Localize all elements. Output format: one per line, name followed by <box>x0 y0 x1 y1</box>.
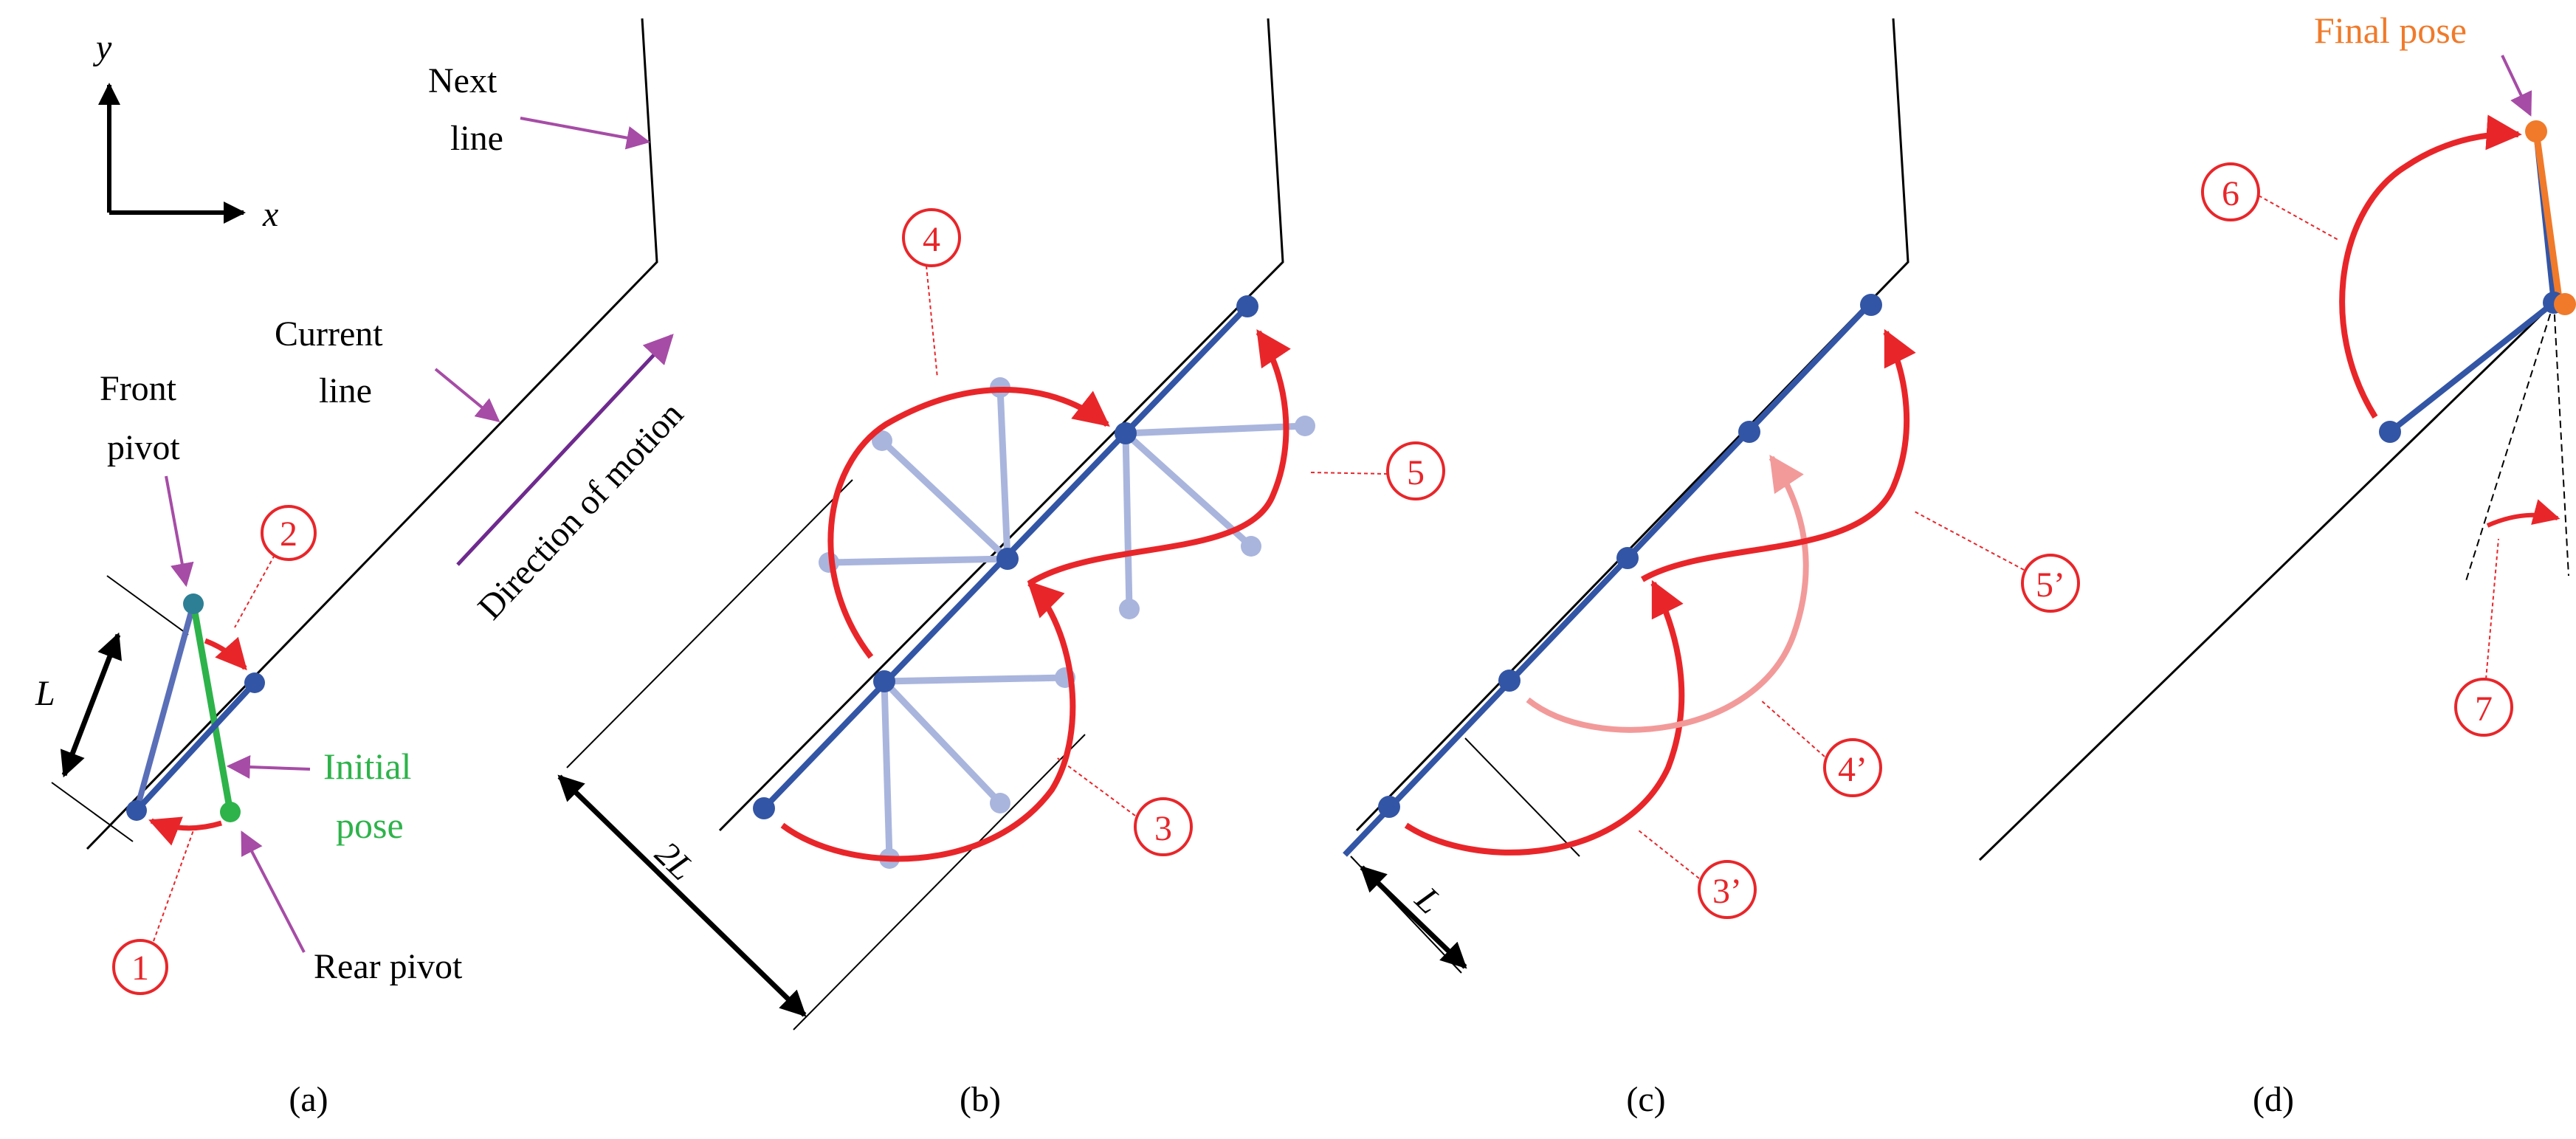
step-5p-arc <box>1640 328 1916 582</box>
step-2-badge: 2 <box>280 515 297 554</box>
node <box>1860 294 1882 316</box>
length-2L-arrow <box>557 774 807 1017</box>
step-4p-arc <box>1526 455 1809 733</box>
final-pose-segment <box>2532 131 2563 305</box>
step-3p-badge: 3’ <box>1712 872 1742 911</box>
initial-pose-label: Initial pose <box>323 746 421 846</box>
panel-b-caption: (b) <box>960 1080 1001 1119</box>
length-2L-label: 2L <box>647 834 701 888</box>
length-L-arrow <box>60 632 123 778</box>
length-L-c-arrow <box>1360 865 1467 969</box>
front-pivot-target <box>244 672 265 693</box>
step-3p-arc <box>1404 579 1685 856</box>
step-2-arrow <box>204 636 247 671</box>
step-4p-badge: 4’ <box>1838 750 1867 789</box>
node <box>1236 295 1258 317</box>
node <box>1738 421 1760 443</box>
node <box>996 548 1019 570</box>
panel-c: L 3’ 4’ 5’ (c) <box>1343 18 2080 1119</box>
direction-of-motion-label: Direction of motion <box>470 395 691 627</box>
step-7-arrow <box>2486 499 2560 528</box>
node <box>753 797 775 819</box>
front-pivot-label: Front pivot <box>100 369 185 467</box>
next-line-label: Next line <box>428 61 506 158</box>
panel-c-caption: (c) <box>1626 1080 1665 1119</box>
coordinate-axes: y x <box>92 28 278 234</box>
current-line-label: Current line <box>275 314 392 410</box>
step-4-badge: 4 <box>923 220 940 259</box>
final-rear-node <box>2554 293 2576 315</box>
step-3-badge: 3 <box>1154 809 1172 848</box>
step-7-badge: 7 <box>2475 689 2493 729</box>
initial-pose-pointer <box>226 755 311 780</box>
panel-a: L 1 2 Front pivot Initial pose Rear pivo… <box>35 18 691 1119</box>
rear-pivot-node <box>126 800 147 821</box>
final-pose-label: Final pose <box>2314 10 2467 51</box>
node <box>1115 422 1137 444</box>
node <box>1498 670 1521 692</box>
rear-pivot-label: Rear pivot <box>314 947 463 986</box>
step-3-arc <box>780 580 1076 862</box>
step-5-badge: 5 <box>1407 453 1425 492</box>
x-axis-label: x <box>262 195 278 234</box>
panel-d: 6 7 Final pose (d) <box>1978 10 2576 1119</box>
front-pivot-pointer <box>165 475 194 588</box>
y-axis-label: y <box>92 28 112 67</box>
next-line-pointer <box>520 117 651 150</box>
node <box>1616 547 1639 569</box>
panel-d-caption: (d) <box>2253 1080 2294 1119</box>
initial-rear-node <box>220 802 241 822</box>
panel-b: 2L <box>557 18 1445 1119</box>
step-5-arc <box>1027 329 1291 586</box>
step-1-badge: 1 <box>131 949 149 988</box>
front-pivot-node <box>183 593 204 614</box>
length-L-label: L <box>35 674 55 713</box>
final-pose-pointer <box>2501 55 2532 117</box>
step-6-arc <box>2339 114 2522 419</box>
node <box>873 670 895 692</box>
step-1-arrow <box>148 816 223 846</box>
node <box>2379 421 2401 443</box>
step-4-arc <box>827 386 1110 659</box>
direction-of-motion-arrow <box>456 334 674 566</box>
step-5p-badge: 5’ <box>2036 565 2065 605</box>
panel-a-caption: (a) <box>289 1080 328 1119</box>
final-front-node <box>2525 120 2547 142</box>
current-line <box>86 18 658 850</box>
node <box>1378 796 1400 818</box>
current-line-pointer <box>434 368 500 423</box>
step-6-badge: 6 <box>2222 174 2239 213</box>
rear-pivot-pointer <box>241 830 306 953</box>
